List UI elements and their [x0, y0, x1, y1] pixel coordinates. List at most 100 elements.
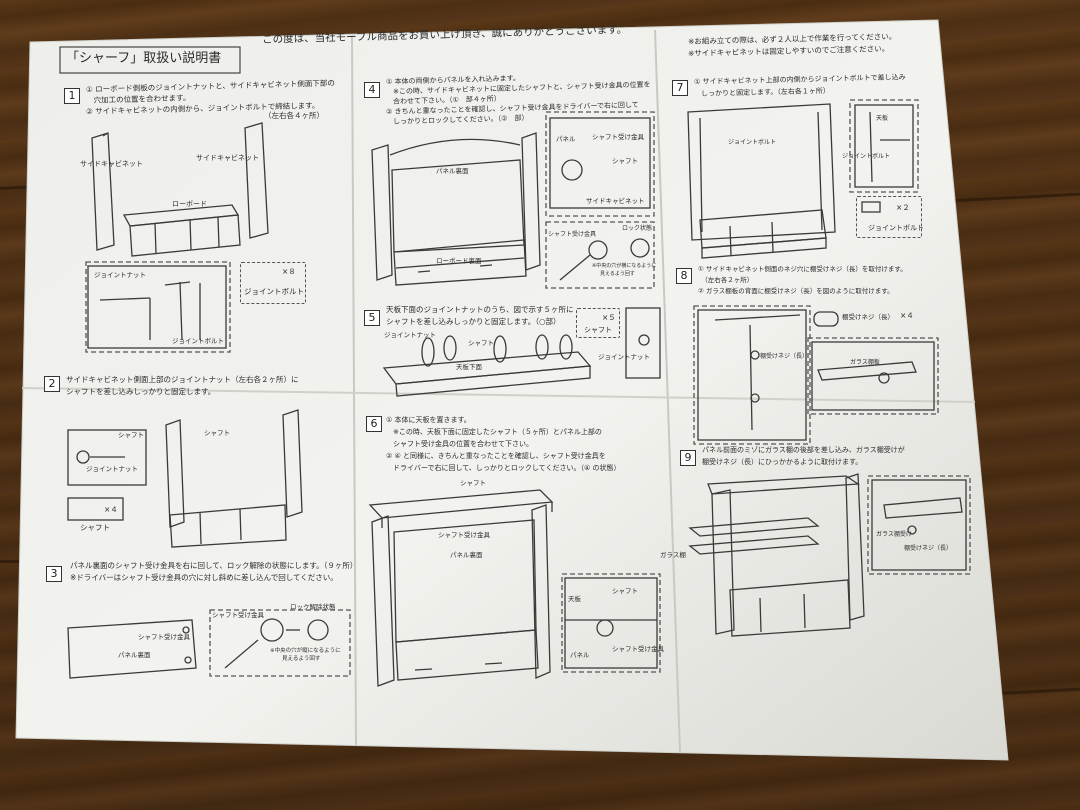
step6-label: シャフト: [460, 479, 486, 487]
step1-instruction-line: （左右各４ヶ所）: [264, 111, 324, 120]
step-number: 6: [366, 416, 382, 432]
step4-label: パネル: [556, 135, 576, 143]
step9-illustration: [688, 473, 967, 637]
paper-sheet: [15, 19, 1009, 761]
step8-instruction-line: （左右各２ヶ所）: [698, 276, 754, 284]
step6-label: パネル裏面: [450, 551, 483, 559]
step9-label: ガラス棚受け: [876, 531, 912, 538]
document-title: 「シャーフ」取扱い説明書: [66, 51, 222, 66]
step3-label: 見えるよう回す: [282, 656, 321, 662]
step-number: 5: [364, 310, 380, 326]
step5-label: ジョイントナット: [598, 353, 650, 361]
step6-instruction-line: ② ④ と同様に、きちんと重なったことを確認し、シャフト受け金具を: [386, 452, 606, 460]
step7-label: ジョイントボルト: [728, 139, 777, 146]
step4-label: シャフト: [612, 157, 638, 165]
step4-label: シャフト受け金具: [592, 133, 644, 141]
table-board-seam: [0, 560, 22, 563]
step8-detail-frame: [693, 305, 811, 445]
step8-label: ガラス棚板: [850, 359, 880, 366]
step3-instruction-line: ※ドライバーはシャフト受け金具の穴に対し斜めに差し込んで回してください。: [70, 573, 338, 582]
step3-label: ロック解除状態: [290, 603, 336, 611]
step6-detail-frame: [561, 573, 661, 673]
step3-detail-frame: [209, 609, 351, 677]
fold-line: [21, 387, 976, 403]
step4-label: ロック状態: [622, 225, 653, 232]
step4-detail-frame: [545, 111, 655, 217]
step6-instruction-line: シャフト受け金具の位置を合わせて下さい。: [386, 440, 533, 448]
step8-label: 棚受けネジ（長）: [842, 313, 894, 321]
step6-instruction-line: ※この時、天板下面に固定したシャフト（５ヶ所）とパネル上部の: [386, 428, 602, 436]
step-number: 8: [676, 268, 692, 284]
step3-label: パネル裏面: [118, 651, 151, 659]
step3-label: シャフト受け金具: [212, 611, 264, 619]
step8-instruction-line: ② ガラス棚板の背面に棚受けネジ（長）を図のように取付けます。: [698, 287, 894, 295]
step3-instruction-line: パネル裏面のシャフト受け金具を右に回して、ロック解除の状態にします。（９ヶ所）: [70, 561, 358, 570]
fold-line: [654, 29, 681, 753]
step6-label: パネル: [570, 651, 590, 659]
step3-label: ※中央の穴が縦になるように: [270, 648, 341, 654]
step4-label: パネル裏面: [436, 167, 469, 175]
step9-instruction-line: 棚受けネジ（長）にひっかかるように取付けます。: [702, 458, 863, 466]
step7-illustration: [687, 103, 914, 259]
step9-label: ガラス棚: [660, 551, 686, 559]
step1-part-name: ジョイントボルト: [244, 287, 304, 296]
step1-label: サイドキャビネット: [80, 160, 143, 168]
fold-line: [351, 35, 357, 746]
step5-part-name: シャフト: [584, 326, 612, 334]
step1-label: ローボード: [172, 200, 207, 208]
step-number: 7: [672, 80, 688, 96]
step3-illustration: [67, 618, 329, 679]
step6-label: シャフト受け金具: [612, 645, 664, 653]
step6-instruction-line: ① 本体に天板を置きます。: [386, 416, 471, 424]
step1-label: ジョイントナット: [94, 271, 146, 279]
step8-label: 棚受けネジ（長）: [760, 353, 809, 360]
step4-label: 見えるよう回す: [600, 271, 635, 277]
step1-illustration: [87, 122, 269, 349]
step4-label: ※中央の穴が横になるように: [592, 263, 657, 269]
step2-label: シャフト: [204, 429, 230, 437]
step6-label: シャフト: [612, 587, 638, 595]
step-number: 3: [46, 566, 62, 582]
step2-instruction-line: サイドキャビネット側面上部のジョイントナット（左右各２ヶ所）に: [66, 375, 299, 384]
step5-label: 天板下面: [456, 363, 482, 371]
step4-lock-frame: [545, 221, 655, 289]
step5-label: シャフト: [468, 339, 494, 347]
step2-illustration: [67, 409, 303, 548]
step-number: 9: [680, 450, 696, 466]
step2-part-name: シャフト: [80, 523, 110, 532]
step5-label: ジョイントナット: [384, 331, 436, 339]
step3-label: シャフト受け金具: [138, 633, 190, 641]
step-number: 2: [44, 376, 60, 392]
step6-label: シャフト受け金具: [438, 531, 490, 539]
step1-label: ジョイントボルト: [172, 337, 224, 345]
step7-label: 天板: [876, 115, 889, 122]
step6-illustration: [368, 489, 658, 687]
step-number: 1: [64, 88, 80, 104]
step9-instruction-line: パネル前面のミゾにガラス棚の後部を差し込み、ガラス棚受けが: [702, 446, 905, 454]
step7-part-count: ×２: [896, 203, 910, 212]
step2-instruction-line: シャフトを差し込みしっかりと固定します。: [66, 387, 216, 396]
step4-label: シャフト受け金具: [548, 231, 597, 238]
step-number: 4: [364, 82, 380, 98]
step5-instruction-line: シャフトを差し込みしっかりと固定します。（○部）: [386, 317, 561, 326]
step1-detail-frame: [85, 261, 231, 353]
title-box: [59, 46, 241, 74]
step6-instruction-line: ドライバーで右に回して、しっかりとロックしてください。（④ の状態）: [386, 464, 621, 472]
step7-part-name: ジョイントボルト: [868, 224, 924, 232]
step1-part-count: ×８: [282, 267, 296, 276]
step8-instruction-line: ① サイドキャビネット側面のネジ穴に棚受けネジ（長）を取付けます。: [698, 265, 907, 273]
step5-illustration: [382, 307, 661, 397]
step8-illustration: [697, 309, 935, 441]
step5-instruction-line: 天板下面のジョイントナットのうち、図で示す５ヶ所に: [386, 305, 574, 314]
step7-detail-frame: [849, 99, 919, 193]
step9-detail-frame: [867, 475, 971, 575]
step2-label: シャフト: [118, 431, 144, 439]
step5-part-count: ×５: [602, 313, 616, 322]
step4-label: ローボード裏面: [436, 257, 482, 265]
step2-part-count: ×４: [104, 505, 118, 514]
step4-illustration: [371, 117, 651, 286]
step7-part-box: [856, 196, 922, 238]
step2-label: ジョイントナット: [86, 465, 138, 473]
